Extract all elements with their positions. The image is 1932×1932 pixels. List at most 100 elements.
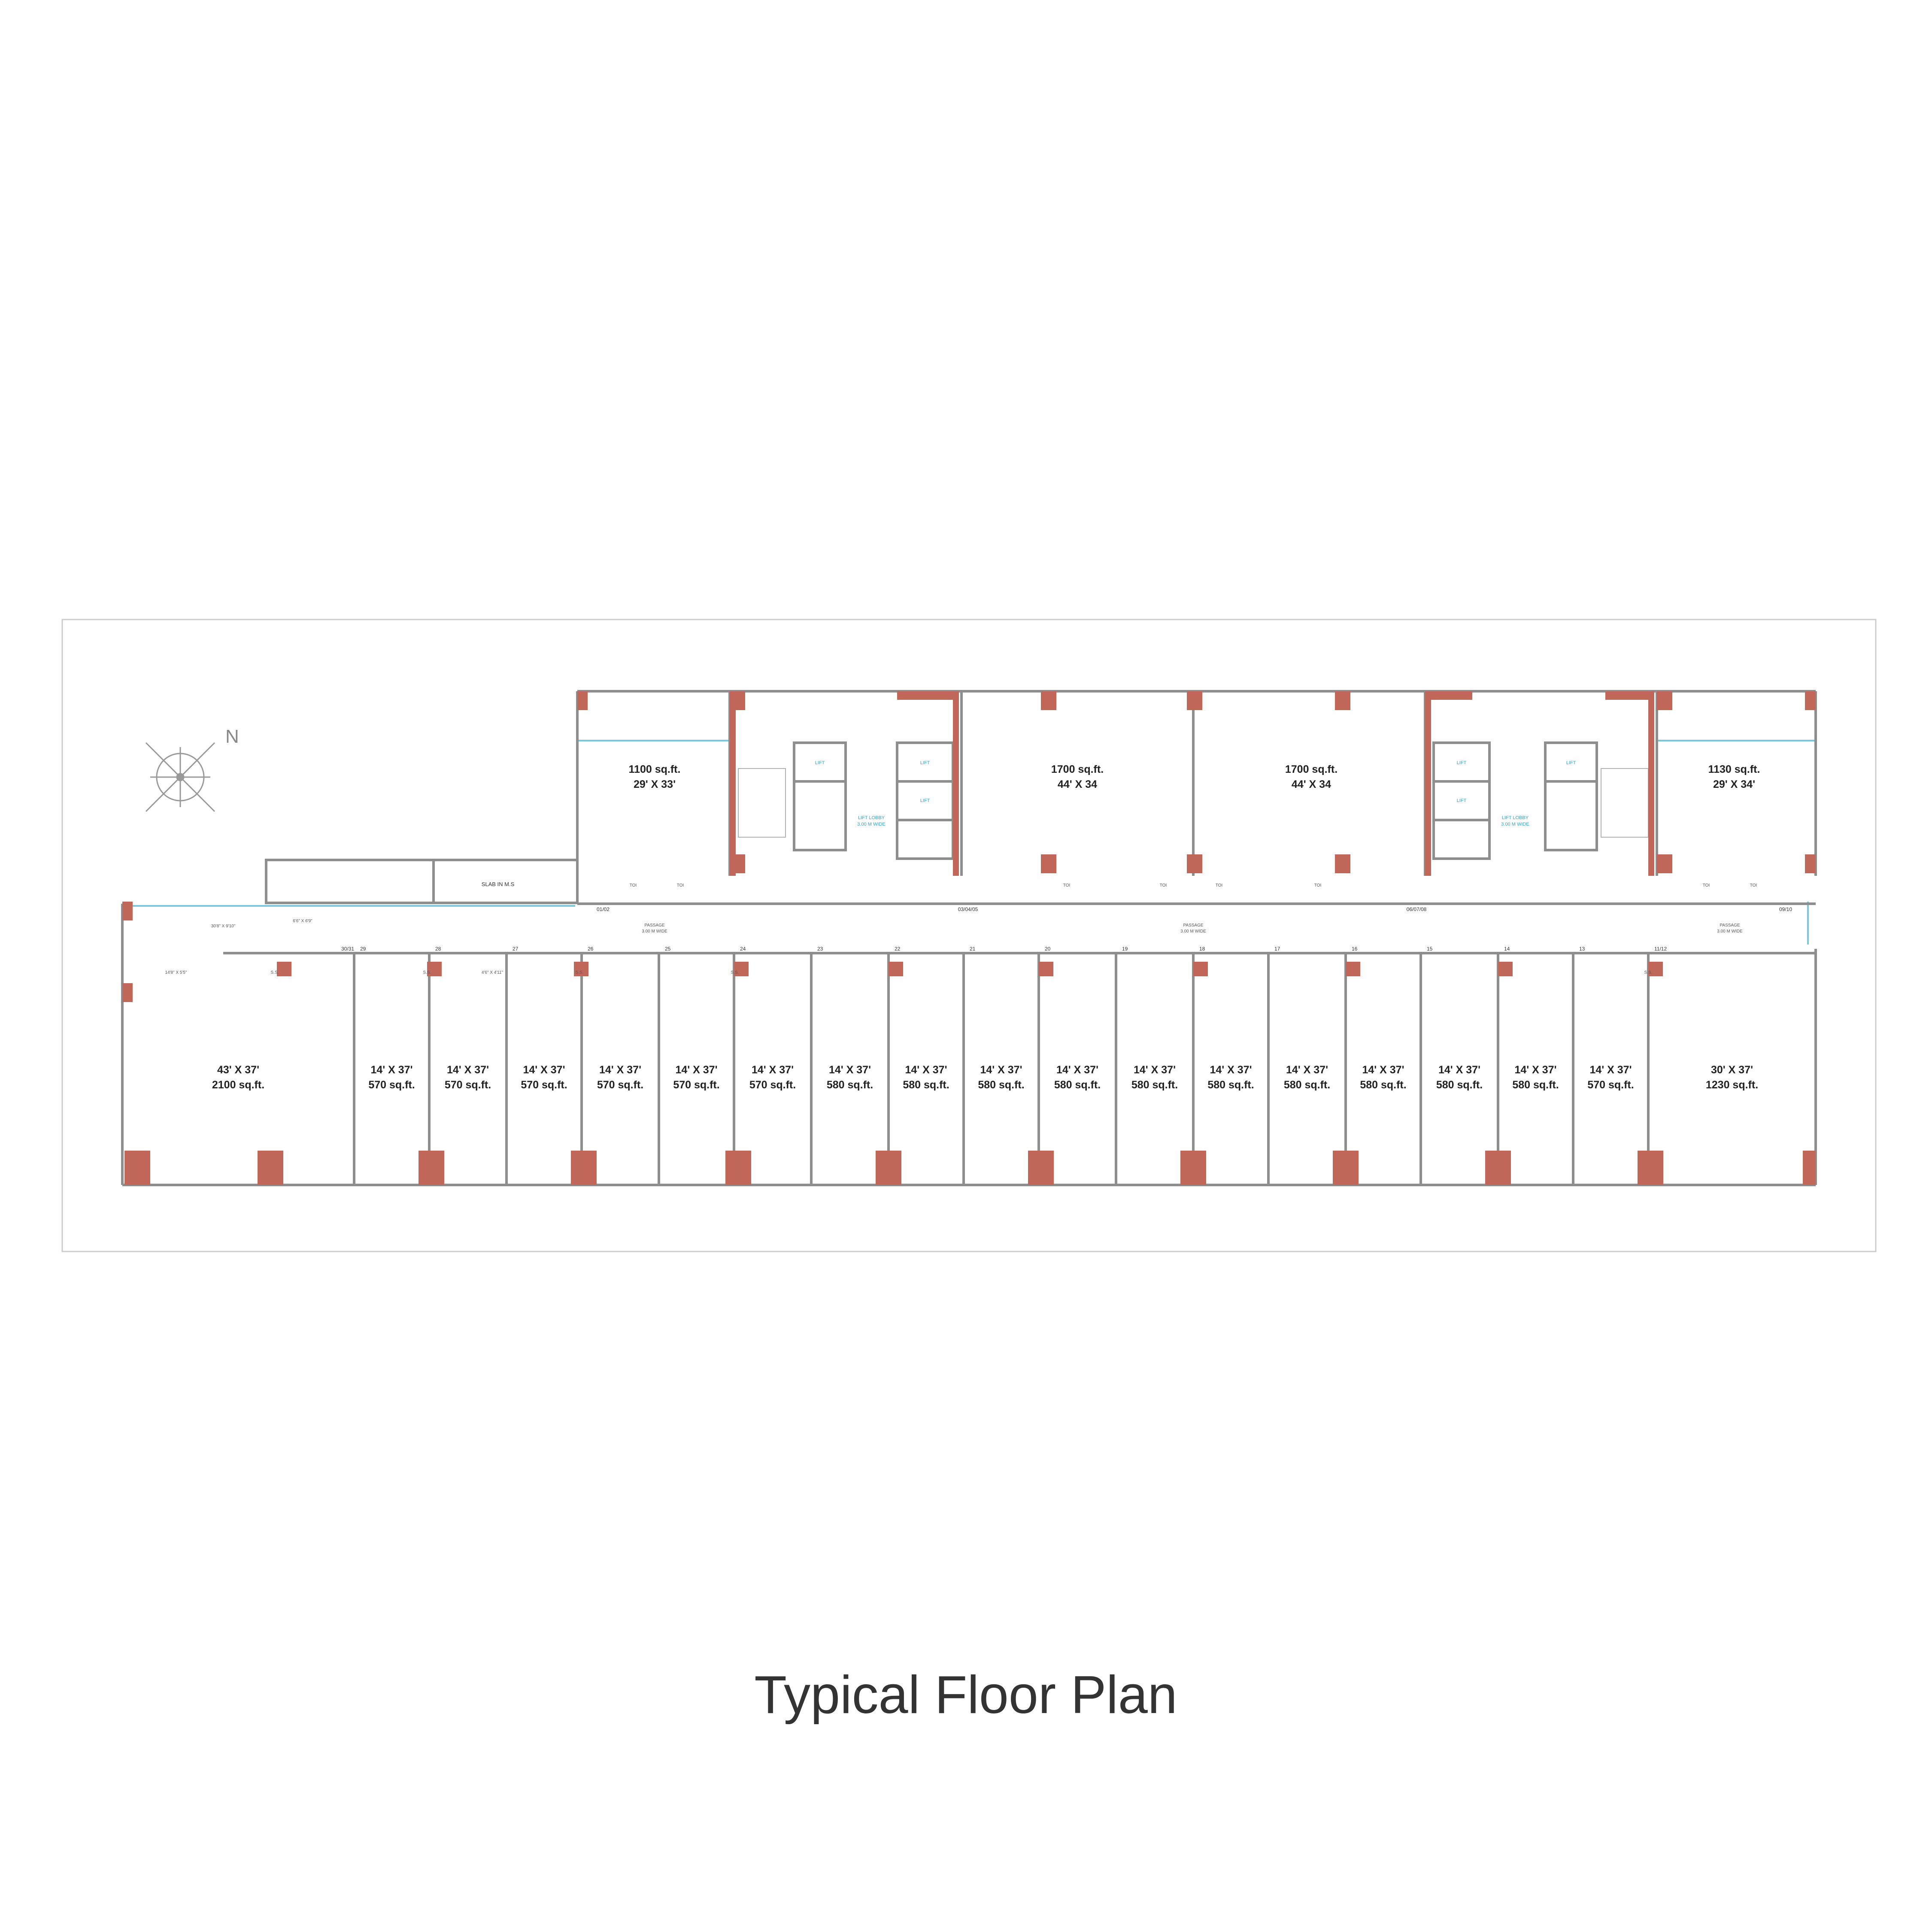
column [889, 962, 903, 976]
unit-dimensions: 14' X 37' [905, 1064, 947, 1076]
unit-area: 1230 sq.ft. [1706, 1079, 1758, 1091]
lift-label-5: LIFT [815, 760, 825, 766]
column [577, 691, 588, 710]
unit-area: 580 sq.ft. [1360, 1079, 1406, 1091]
rear-unit-area: 1130 sq.ft. [1708, 763, 1760, 775]
unit-dimensions: 14' X 37' [1210, 1064, 1252, 1076]
unit-number: 28 [435, 946, 441, 952]
unit-dimensions: 14' X 37' [1514, 1064, 1556, 1076]
unit-dimensions: 14' X 37' [447, 1064, 489, 1076]
corner-dim-4: 4'6" X 4'11" [482, 970, 503, 975]
lift-lobby-label-left: LIFT LOBBY [858, 815, 885, 820]
page-title: Typical Floor Plan [754, 1665, 1177, 1725]
column [1657, 854, 1672, 873]
front-units: 43' X 37'2100 sq.ft.14' X 37'570 sq.ft.1… [212, 1064, 1758, 1091]
unit-dimensions: 14' X 37' [370, 1064, 412, 1076]
unit-dimensions: 14' X 37' [980, 1064, 1022, 1076]
rear-number-1: 01/02 [597, 906, 610, 912]
passage-width-right: 3.00 M WIDE [1717, 929, 1743, 934]
unit-dimensions: 14' X 37' [1286, 1064, 1328, 1076]
north-label: N [225, 726, 239, 747]
rear-unit-dimensions: 29' X 34' [1713, 778, 1755, 790]
column [1180, 1151, 1206, 1185]
unit-number: 22 [895, 946, 901, 952]
unit-number: 16 [1352, 946, 1358, 952]
lift-label-4: LIFT [1457, 798, 1467, 803]
unit-number: 17 [1274, 946, 1280, 952]
unit-number: 13 [1579, 946, 1585, 952]
column [1335, 691, 1350, 710]
toi-label-7: TOI [1703, 883, 1710, 888]
toi-label-1: TOI [630, 883, 637, 888]
corner-dim-1: 30'8" X 9'10" [211, 924, 236, 929]
ss-label-2: S.S. [423, 970, 431, 975]
unit-dimensions: 14' X 37' [675, 1064, 717, 1076]
ss-label-4: S.S. [731, 970, 739, 975]
lift-label-6: LIFT [1566, 760, 1576, 766]
toi-label-5: TOI [1216, 883, 1222, 888]
unit-area: 570 sq.ft. [749, 1079, 796, 1091]
unit-number: 20 [1045, 946, 1051, 952]
unit-area: 580 sq.ft. [1436, 1079, 1483, 1091]
slab-label: SLAB IN M.S [482, 881, 515, 887]
passage-width-left: 3.00 M WIDE [642, 929, 667, 934]
column [1638, 1151, 1663, 1185]
rear-number-4: 09/10 [1779, 906, 1792, 912]
rear-number-3: 06/07/08 [1407, 906, 1427, 912]
column [1335, 854, 1350, 873]
toi-label-3: TOI [1063, 883, 1070, 888]
unit-dimensions: 14' X 37' [829, 1064, 871, 1076]
rear-unit-dimensions: 29' X 33' [634, 778, 676, 790]
unit-area: 580 sq.ft. [1512, 1079, 1559, 1091]
column [1803, 1151, 1816, 1185]
unit-area: 570 sq.ft. [673, 1079, 719, 1091]
rear-unit-dimensions: 44' X 34 [1058, 778, 1097, 790]
column [1498, 962, 1513, 976]
unit-dimensions: 14' X 37' [1438, 1064, 1480, 1076]
rear-number-2: 03/04/05 [958, 906, 978, 912]
column [1041, 854, 1056, 873]
rear-unit-area: 1100 sq.ft. [629, 763, 681, 775]
column [1193, 962, 1208, 976]
column [122, 983, 133, 1002]
unit-area: 570 sq.ft. [521, 1079, 567, 1091]
column [1425, 691, 1472, 700]
lift-label-3: LIFT [1457, 760, 1467, 766]
lift-lobby-label-right: LIFT LOBBY [1502, 815, 1529, 820]
unit-area: 570 sq.ft. [597, 1079, 643, 1091]
north-arrow-icon [145, 742, 215, 812]
column [1648, 962, 1663, 976]
unit-dimensions: 14' X 37' [1589, 1064, 1632, 1076]
lift-label-1: LIFT [920, 760, 930, 766]
passage-label-center: PASSAGE [1183, 923, 1203, 928]
column [725, 1151, 751, 1185]
rear-unit-area: 1700 sq.ft. [1285, 763, 1338, 775]
unit-number: 14 [1504, 946, 1510, 952]
column [258, 1151, 283, 1185]
unit-area: 580 sq.ft. [1054, 1079, 1101, 1091]
unit-number: 30/31 [341, 946, 354, 952]
rear-units: 1100 sq.ft. 29' X 33' 1700 sq.ft. 44' X 34 1… [629, 763, 1760, 790]
column [1648, 691, 1654, 876]
column [1187, 854, 1202, 873]
column [571, 1151, 597, 1185]
toi-label-4: TOI [1160, 883, 1167, 888]
column [1187, 691, 1202, 710]
front-unit-dividers [353, 953, 1650, 1185]
lift-lobby-width-right: 3.00 M WIDE [1501, 822, 1529, 827]
column [427, 962, 442, 976]
unit-dimensions: 14' X 37' [599, 1064, 641, 1076]
passage-width-center: 3.00 M WIDE [1180, 929, 1206, 934]
column [897, 691, 953, 700]
unit-dimensions: 30' X 37' [1711, 1064, 1753, 1076]
unit-area: 580 sq.ft. [1131, 1079, 1178, 1091]
column [1039, 962, 1053, 976]
unit-area: 580 sq.ft. [1207, 1079, 1254, 1091]
column [122, 902, 133, 920]
toi-label-6: TOI [1314, 883, 1321, 888]
unit-dimensions: 14' X 37' [523, 1064, 565, 1076]
walls [121, 690, 1817, 1186]
column [730, 691, 736, 876]
unit-number: 15 [1427, 946, 1433, 952]
